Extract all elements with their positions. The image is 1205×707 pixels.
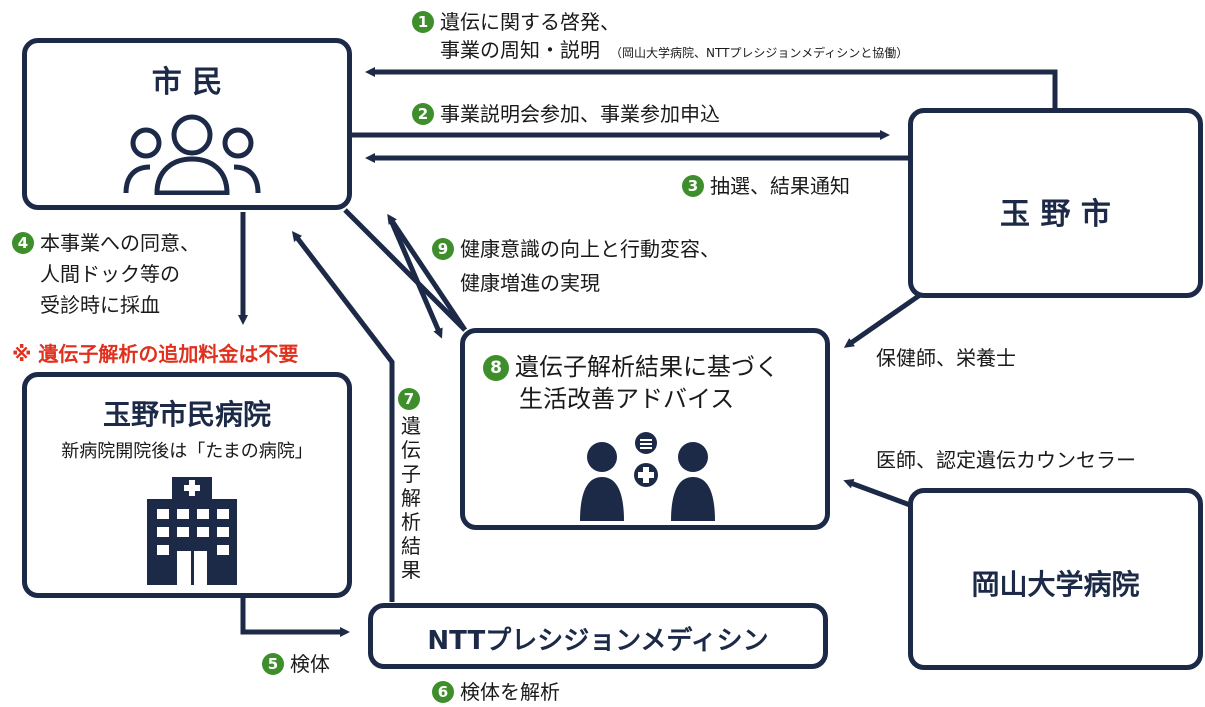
step-3-text: 抽選、結果通知 bbox=[710, 174, 850, 198]
step-2-text: 事業説明会参加、事業参加申込 bbox=[440, 102, 720, 126]
hospital-title: 玉野市民病院 bbox=[102, 398, 271, 431]
step-2-badge: 2 bbox=[412, 103, 434, 125]
step-9-badge: 9 bbox=[432, 238, 454, 260]
step-5-badge: 5 bbox=[262, 653, 284, 675]
step-5-text: 検体 bbox=[290, 652, 330, 676]
counseling-icon bbox=[580, 432, 715, 521]
city-box: 玉 野 市 bbox=[908, 108, 1203, 298]
city-staff-label: 保健師、栄養士 bbox=[876, 346, 1016, 370]
citizen-title: 市 民 bbox=[151, 65, 223, 100]
arrow-5 bbox=[240, 598, 350, 637]
step-1-note: （岡山大学病院、NTTプレシジョンメディシンと協働） bbox=[610, 46, 909, 60]
arrow-1 bbox=[365, 67, 1058, 108]
ntt-title: NTTプレシジョンメディシン bbox=[427, 626, 769, 656]
step-4-line3: 受診時に採血 bbox=[40, 293, 160, 317]
step-1-line1: 遺伝に関する啓発、 bbox=[440, 10, 620, 34]
step-3-badge: 3 bbox=[682, 175, 704, 197]
arrow-city-advice bbox=[843, 292, 922, 348]
step-7-badge: 7 bbox=[398, 388, 420, 410]
step-9-line1: 健康意識の向上と行動変容、 bbox=[460, 237, 720, 261]
advice-line2: 生活改善アドバイス bbox=[519, 385, 735, 413]
ntt-box: NTTプレシジョンメディシン bbox=[368, 603, 828, 669]
hospital-building-icon bbox=[147, 477, 237, 585]
no-extra-fee-note: ※ 遺伝子解析の追加料金は不要 bbox=[12, 342, 299, 366]
advice-step-badge: 8 bbox=[483, 355, 509, 381]
okayama-title: 岡山大学病院 bbox=[971, 568, 1140, 601]
step-4-badge: 4 bbox=[12, 232, 34, 254]
step-1-line2: 事業の周知・説明 bbox=[440, 38, 600, 62]
step-6-label: 6 検体を解析 bbox=[432, 678, 560, 706]
step-3-label: 3 抽選、結果通知 bbox=[682, 172, 850, 200]
arrow-7 bbox=[291, 231, 395, 602]
citizen-box: 市 民 bbox=[22, 38, 352, 210]
arrow-9-up bbox=[387, 213, 468, 332]
step-7-text: 遺伝子解析結果 bbox=[401, 414, 421, 582]
step-6-badge: 6 bbox=[432, 681, 454, 703]
step-5-label: 5 検体 bbox=[262, 650, 330, 678]
city-title: 玉 野 市 bbox=[1000, 197, 1111, 232]
step-2-label: 2 事業説明会参加、事業参加申込 bbox=[412, 100, 720, 128]
step-9-label: 9 健康意識の向上と行動変容、 健康増進の実現 bbox=[432, 232, 720, 300]
arrow-9-down bbox=[387, 217, 443, 339]
arrow-okayama-advice bbox=[843, 479, 911, 508]
step-4-line2: 人間ドック等の bbox=[40, 262, 180, 286]
hospital-box: 玉野市民病院 新病院開院後は「たまの病院」 bbox=[22, 372, 352, 598]
step-1-badge: 1 bbox=[412, 11, 434, 33]
step-1-line2-wrap: 事業の周知・説明 （岡山大学病院、NTTプレシジョンメディシンと協働） bbox=[440, 36, 908, 67]
step-9-line2: 健康増進の実現 bbox=[460, 271, 600, 295]
hospital-subtitle: 新病院開院後は「たまの病院」 bbox=[61, 441, 313, 462]
step-7-badge-wrap: 7 bbox=[398, 388, 426, 410]
line-citizen-advice bbox=[343, 208, 467, 332]
okayama-staff-label: 医師、認定遺伝カウンセラー bbox=[876, 448, 1136, 472]
people-icon bbox=[123, 114, 261, 195]
okayama-box: 岡山大学病院 bbox=[908, 488, 1203, 670]
advice-line1: 遺伝子解析結果に基づく bbox=[515, 353, 779, 381]
step-6-text: 検体を解析 bbox=[460, 680, 560, 704]
step-4-line1: 本事業への同意、 bbox=[40, 231, 200, 255]
step-4-label: 4 本事業への同意、 人間ドック等の 受診時に採血 bbox=[12, 228, 200, 321]
step-1-label: 1 遺伝に関する啓発、 bbox=[412, 8, 620, 36]
